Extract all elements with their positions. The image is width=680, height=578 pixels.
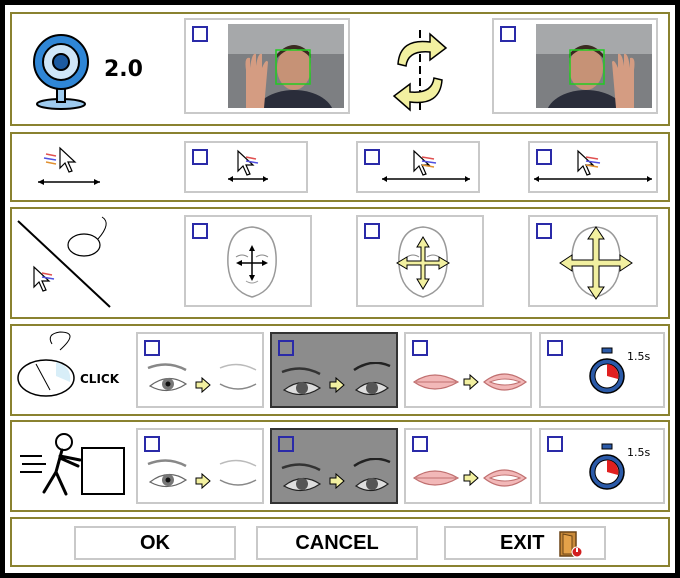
exit-button[interactable]: EXIT (444, 526, 606, 560)
speed-fast-card[interactable] (528, 141, 658, 193)
click-blink-left-checkbox[interactable] (144, 340, 160, 356)
click-mouth-card[interactable] (404, 332, 532, 408)
head-large-card[interactable] (528, 215, 658, 307)
row-cursor-speed (10, 132, 670, 202)
cancel-button[interactable]: CANCEL (256, 526, 418, 560)
row-camera: 2.0 (10, 12, 670, 126)
speed-slow-card[interactable] (184, 141, 308, 193)
no-mouse-icon (14, 213, 114, 309)
head-move-large-icon (558, 223, 634, 303)
eye-raise-icon (278, 458, 394, 500)
click-blink-left-card[interactable] (136, 332, 264, 408)
click-label: CLICK (80, 372, 120, 386)
head-small-checkbox[interactable] (192, 223, 208, 239)
click-timer-card[interactable]: 1.5s (539, 332, 665, 408)
click-blink-right-card[interactable] (270, 332, 398, 408)
timer-label: 1.5s (627, 446, 651, 459)
drag-blink-right-checkbox[interactable] (278, 436, 294, 452)
camera-preview-image (228, 24, 344, 108)
row-click: CLICK (10, 324, 670, 416)
camera-normal-checkbox[interactable] (192, 26, 208, 42)
row-head-movement (10, 207, 670, 319)
drag-icon (18, 430, 128, 500)
click-blink-right-checkbox[interactable] (278, 340, 294, 356)
camera-normal-card[interactable] (184, 18, 350, 114)
cursor-speed-medium-icon (378, 149, 474, 185)
head-medium-card[interactable] (356, 215, 484, 307)
speed-medium-checkbox[interactable] (364, 149, 380, 165)
exit-door-icon (558, 530, 584, 558)
camera-flipped-checkbox[interactable] (500, 26, 516, 42)
cursor-speed-fast-icon (532, 149, 656, 185)
click-mouth-checkbox[interactable] (412, 340, 428, 356)
head-small-card[interactable] (184, 215, 312, 307)
camera-flipped-preview-image (536, 24, 652, 108)
drag-timer-card[interactable]: 1.5s (539, 428, 665, 504)
click-mouse-icon (16, 330, 86, 400)
head-move-small-icon (220, 223, 284, 303)
cursor-speed-icon (34, 146, 104, 188)
speed-slow-checkbox[interactable] (192, 149, 208, 165)
row-buttons: OK CANCEL EXIT (10, 517, 670, 567)
webcam-icon (30, 30, 92, 110)
camera-flipped-card[interactable] (492, 18, 658, 114)
row-drag: 1.5s (10, 420, 670, 512)
eye-raise-icon (278, 362, 394, 404)
drag-blink-left-checkbox[interactable] (144, 436, 160, 452)
drag-blink-right-card[interactable] (270, 428, 398, 504)
head-medium-checkbox[interactable] (364, 223, 380, 239)
timer-label: 1.5s (627, 350, 651, 363)
drag-timer-checkbox[interactable] (547, 436, 563, 452)
version-label: 2.0 (104, 57, 143, 82)
head-move-medium-icon (388, 223, 458, 303)
stopwatch-icon (587, 346, 627, 398)
drag-blink-left-card[interactable] (136, 428, 264, 504)
ok-button[interactable]: OK (74, 526, 236, 560)
settings-panel: 2.0 (5, 5, 675, 573)
head-large-checkbox[interactable] (536, 223, 552, 239)
eye-blink-icon (144, 362, 260, 404)
mouth-open-icon (410, 460, 530, 496)
speed-medium-card[interactable] (356, 141, 480, 193)
exit-label: EXIT (500, 532, 545, 554)
stopwatch-icon (587, 442, 627, 494)
drag-mouth-checkbox[interactable] (412, 436, 428, 452)
speed-fast-checkbox[interactable] (536, 149, 552, 165)
eye-blink-icon (144, 458, 260, 500)
cursor-speed-slow-icon (220, 149, 276, 185)
mouth-open-icon (410, 364, 530, 400)
click-timer-checkbox[interactable] (547, 340, 563, 356)
drag-mouth-card[interactable] (404, 428, 532, 504)
flip-icon[interactable] (384, 30, 456, 114)
